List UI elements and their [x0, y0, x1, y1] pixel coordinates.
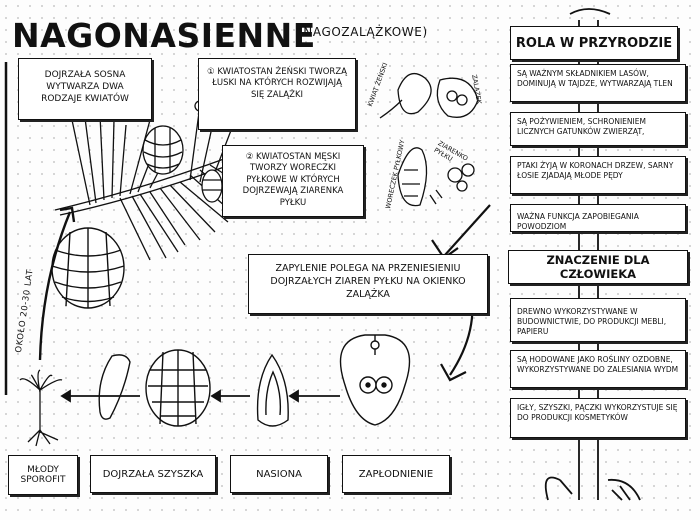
female-flower-box: ① KWIATOSTAN ŻEŃSKI TWORZĄ ŁUSKI NA KTÓR…: [198, 58, 356, 130]
role-item-2: SĄ POŻYWIENIEM, SCHRONIENIEM LICZNYCH GA…: [510, 112, 686, 146]
male-flower-box: ② KWIATOSTAN MĘSKI TWORZY WORECZKI PYŁKO…: [222, 145, 364, 217]
pollination-box: ZAPYLENIE POLEGA NA PRZENIESIENIU DOJRZA…: [248, 254, 488, 314]
human-item-1: DREWNO WYKORZYSTYWANE W BUDOWNICTWIE, DO…: [510, 298, 686, 342]
female-cone-small-drawing: [142, 125, 184, 175]
ovule-detail-drawing: [379, 72, 479, 119]
stage-young-sporophyte: MŁODY SPOROFIT: [8, 455, 78, 495]
intro-box: DOJRZAŁA SOSNA WYTWARZA DWA RODZAJE KWIA…: [18, 58, 152, 120]
fertilization-drawing: [339, 334, 411, 426]
role-item-3: PTAKI ŻYJĄ W KORONACH DRZEW, SARNY ŁOSIE…: [510, 156, 686, 194]
role-item-4: WAŻNA FUNKCJA ZAPOBIEGANIA POWODZIOM: [510, 204, 686, 232]
seed-drawing: [256, 353, 289, 427]
mature-cone-drawing: [51, 227, 125, 309]
seedling-drawing: [98, 354, 131, 420]
young-sporophyte-drawing: [19, 369, 63, 447]
age-arrow-drawing: [38, 206, 76, 361]
human-item-2: SĄ HODOWANE JAKO ROŚLINY OZDOBNE, WYKORZ…: [510, 350, 686, 388]
page-subtitle: (NAGOZALĄŻKOWE): [298, 25, 428, 39]
stage-arrows-drawing: [60, 389, 340, 403]
role-in-nature-heading: ROLA W PRZYRODZIE: [510, 26, 678, 60]
stage-fertilization: ZAPŁODNIENIE: [342, 455, 450, 493]
page-title: NAGONASIENNE: [12, 16, 316, 55]
human-item-3: IGŁY, SZYSZKI, PĄCZKI WYKORZYSTUJE SIĘ D…: [510, 398, 686, 438]
dry-cone-drawing: [145, 349, 211, 427]
stage-seeds: NASIONA: [230, 455, 328, 493]
role-item-1: SĄ WAŻNYM SKŁADNIKIEM LASÓW, DOMINUJĄ W …: [510, 64, 686, 102]
stage-mature-cone: DOJRZAŁA SZYSZKA: [90, 455, 216, 493]
pollen-sac-detail-drawing: [397, 147, 475, 207]
human-significance-heading: ZNACZENIE DLA CZŁOWIEKA: [508, 250, 688, 284]
